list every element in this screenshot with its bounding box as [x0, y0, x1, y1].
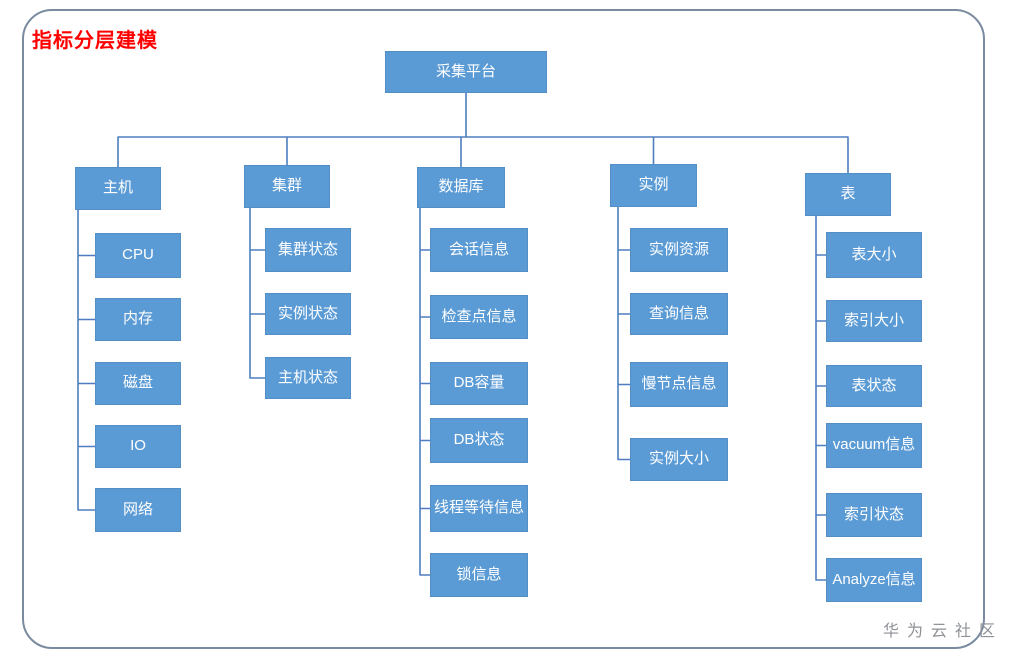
- tree-node-branch: 集群: [244, 165, 330, 208]
- tree-node-leaf: 查询信息: [630, 293, 728, 335]
- tree-node-leaf: 实例大小: [630, 438, 728, 481]
- tree-node-branch: 表: [805, 173, 891, 216]
- tree-node-leaf: DB容量: [430, 362, 528, 405]
- tree-node-leaf: 线程等待信息: [430, 485, 528, 532]
- tree-node-branch: 实例: [610, 164, 697, 207]
- tree-node-leaf: 慢节点信息: [630, 362, 728, 407]
- page-border-frame: [22, 9, 985, 649]
- tree-node-leaf: 集群状态: [265, 228, 351, 272]
- page-title: 指标分层建模: [32, 30, 158, 52]
- tree-node-leaf: 实例状态: [265, 293, 351, 335]
- tree-node-branch: 主机: [75, 167, 161, 210]
- tree-node-leaf: 检查点信息: [430, 295, 528, 339]
- tree-node-leaf: 会话信息: [430, 228, 528, 272]
- tree-node-leaf: 网络: [95, 488, 181, 532]
- tree-node-leaf: CPU: [95, 233, 181, 278]
- watermark-text: 华为云社区: [882, 623, 1003, 640]
- tree-node-leaf: IO: [95, 425, 181, 468]
- tree-node-leaf: 索引状态: [826, 493, 922, 537]
- tree-node-leaf: 索引大小: [826, 300, 922, 342]
- tree-node-leaf: vacuum信息: [826, 423, 922, 468]
- tree-node-leaf: 锁信息: [430, 553, 528, 597]
- tree-node-leaf: 实例资源: [630, 228, 728, 272]
- tree-node-leaf: Analyze信息: [826, 558, 922, 602]
- tree-node-leaf: 主机状态: [265, 357, 351, 399]
- tree-node-leaf: DB状态: [430, 418, 528, 463]
- tree-node-branch: 数据库: [417, 167, 505, 208]
- tree-node-leaf: 表状态: [826, 365, 922, 407]
- tree-node-root: 采集平台: [385, 51, 547, 93]
- tree-node-leaf: 表大小: [826, 232, 922, 278]
- tree-node-leaf: 磁盘: [95, 362, 181, 405]
- tree-node-leaf: 内存: [95, 298, 181, 341]
